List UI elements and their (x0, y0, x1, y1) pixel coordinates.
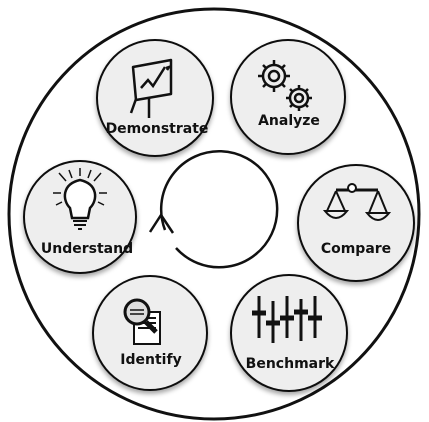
node-understand: Understand (23, 160, 137, 274)
node-benchmark: Benchmark (230, 274, 348, 392)
node-label: Understand (41, 241, 133, 257)
node-analyze: Analyze (230, 39, 346, 155)
magnifier-document-icon (123, 298, 161, 345)
cycle-arrow-icon (148, 150, 279, 269)
node-label: Demonstrate (106, 121, 209, 137)
gears-icon (258, 60, 312, 111)
node-label: Identify (120, 352, 181, 368)
node-label: Benchmark (246, 356, 335, 372)
node-demonstrate: Demonstrate (96, 39, 214, 157)
node-identify: Identify (92, 275, 208, 391)
balance-scale-icon (322, 183, 392, 221)
node-label: Compare (321, 241, 391, 257)
node-compare: Compare (297, 164, 415, 282)
node-label: Analyze (258, 113, 320, 129)
sliders-icon (252, 296, 322, 343)
lightbulb-icon (53, 168, 107, 230)
presentation-chart-icon (129, 58, 173, 118)
